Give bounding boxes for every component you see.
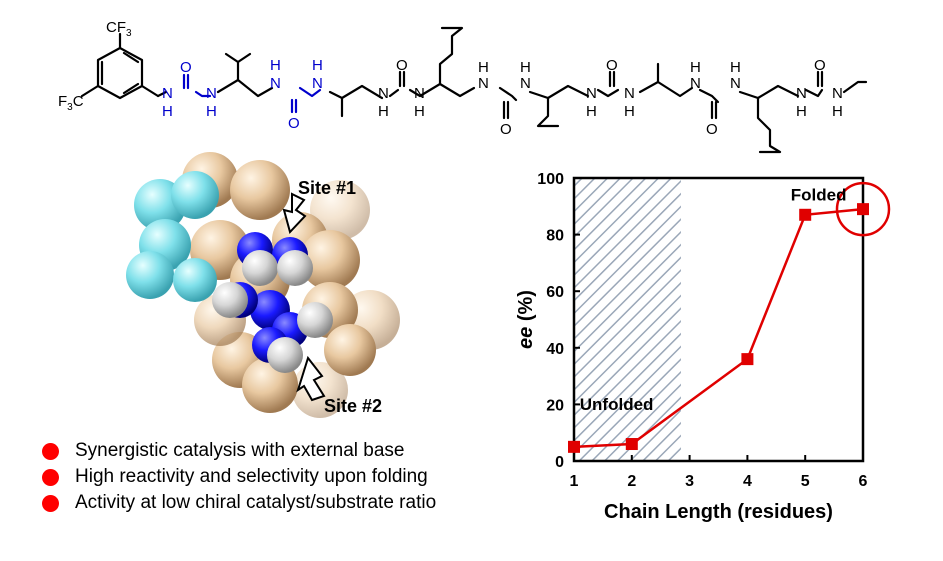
data-point — [799, 208, 812, 221]
y-tick-label: 40 — [546, 341, 564, 358]
atom-o-6: O — [706, 121, 718, 138]
site1-arrow-icon — [282, 192, 307, 234]
atom-n-10: N — [624, 85, 635, 102]
plot-frame — [572, 176, 865, 463]
atom-n-11: N — [690, 75, 701, 92]
atom-h-4: H — [312, 57, 323, 74]
data-point — [625, 438, 638, 451]
y-tick-label: 60 — [546, 284, 564, 301]
atom-n-12: N — [730, 75, 741, 92]
data-point — [741, 353, 754, 366]
folded-label: Folded — [791, 186, 847, 205]
atom-o-7: O — [814, 57, 826, 74]
site1-label: Site #1 — [298, 178, 356, 198]
list-item-text: High reactivity and selectivity upon fol… — [75, 466, 428, 487]
atom-h-11: H — [690, 59, 701, 76]
atom-n-2: N — [206, 85, 217, 102]
atom-h-2: H — [206, 103, 217, 120]
atom-n-8: N — [520, 75, 531, 92]
x-axis-label: Chain Length (residues) — [604, 501, 833, 523]
bullet-icon — [42, 468, 59, 486]
y-tick-label: 80 — [546, 228, 564, 245]
highlight-circle — [835, 181, 891, 237]
bullet-icon — [42, 442, 59, 460]
x-tick-label: 6 — [859, 473, 868, 490]
x-tick-label: 4 — [743, 473, 752, 490]
list-item: Synergistic catalysis with external base — [42, 438, 436, 464]
data-point — [568, 440, 580, 453]
cf3-left-label: F3C — [58, 93, 84, 113]
atom-h-12: H — [730, 59, 741, 76]
atom-n-14: N — [832, 85, 843, 102]
x-tick-label: 5 — [801, 473, 810, 490]
molecule-structure: CF3 F3C N H O N H N H O N H N H O N H N … — [58, 19, 868, 154]
atom-n-13: N — [796, 85, 807, 102]
space-filling-model: Site #1 Site #2 — [126, 152, 400, 418]
atom-n-7: N — [478, 75, 489, 92]
unfolded-label: Unfolded — [580, 395, 654, 414]
atom-h-1: H — [162, 103, 173, 120]
cf3-top-label: CF3 — [106, 19, 132, 39]
atom-h-6: H — [414, 103, 425, 120]
y-tick-label: 20 — [546, 397, 564, 414]
y-tick-label: 0 — [555, 454, 564, 471]
atom-h-14: H — [832, 103, 843, 120]
atom-o-1: O — [180, 59, 192, 76]
y-tick-label: 100 — [537, 171, 564, 188]
atom-h-5: H — [378, 103, 389, 120]
y-axis-label: ee (%) — [515, 290, 537, 349]
atom-h-10: H — [624, 103, 635, 120]
feature-list: Synergistic catalysis with external base… — [42, 438, 436, 516]
list-item: High reactivity and selectivity upon fol… — [42, 464, 436, 490]
atom-n-6: N — [414, 85, 425, 102]
atom-h-7: H — [478, 59, 489, 76]
unfolded-region — [574, 178, 681, 461]
list-item-text: Synergistic catalysis with external base — [75, 440, 405, 461]
site2-label: Site #2 — [324, 396, 382, 416]
data-point — [857, 203, 869, 216]
atom-o-2: O — [288, 115, 300, 132]
atom-n-3: N — [270, 75, 281, 92]
site2-arrow-icon — [296, 355, 326, 402]
bullet-icon — [42, 494, 59, 512]
atom-n-4: N — [312, 75, 323, 92]
x-tick-label: 3 — [685, 473, 694, 490]
atom-h-3: H — [270, 57, 281, 74]
atom-h-9: H — [586, 103, 597, 120]
atom-o-3: O — [396, 57, 408, 74]
list-item: Activity at low chiral catalyst/substrat… — [42, 490, 436, 516]
list-item-text: Activity at low chiral catalyst/substrat… — [75, 492, 437, 513]
atom-o-5: O — [606, 57, 618, 74]
x-tick-label: 1 — [570, 473, 579, 490]
atom-h-13: H — [796, 103, 807, 120]
x-tick-label: 2 — [627, 473, 636, 490]
atom-n-1: N — [162, 85, 173, 102]
atom-n-9: N — [586, 85, 597, 102]
atom-h-8: H — [520, 59, 531, 76]
atom-o-4: O — [500, 121, 512, 138]
atom-n-5: N — [378, 85, 389, 102]
